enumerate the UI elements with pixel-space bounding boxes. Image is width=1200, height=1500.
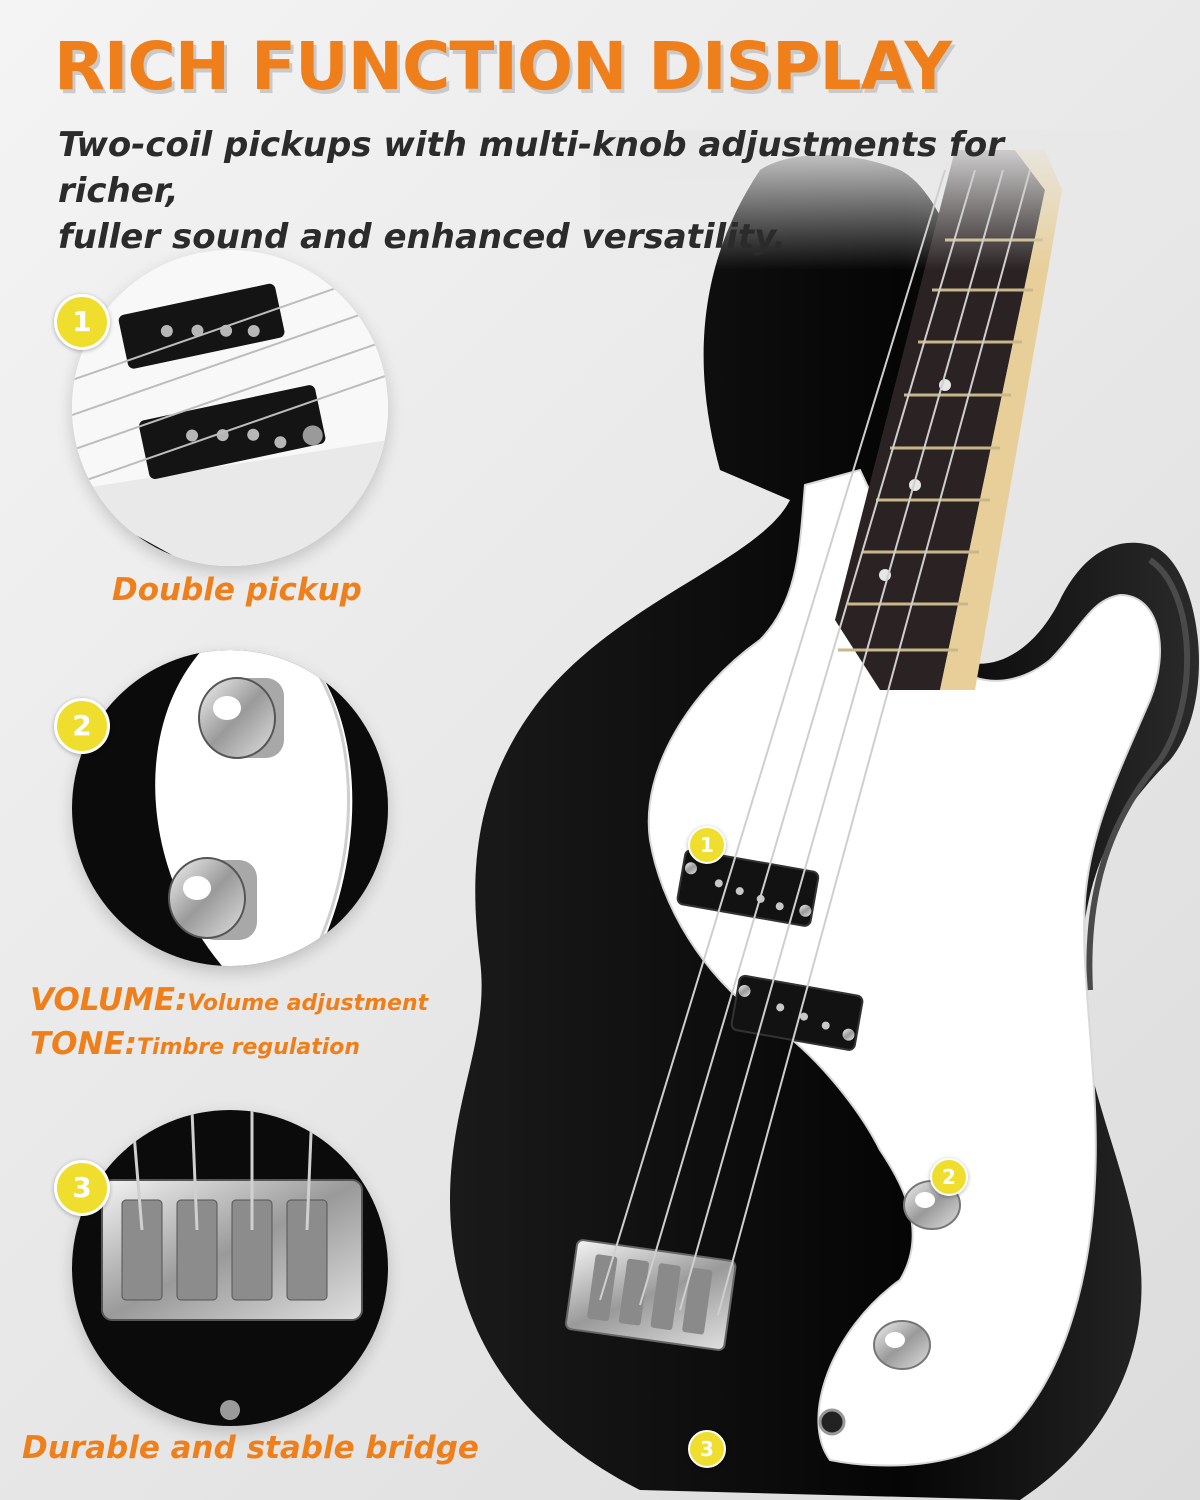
caption-volume: VOLUME:Volume adjustment [30,982,429,1018]
detail-circle-knobs [72,650,388,966]
badge-number-3: 3 [54,1160,110,1216]
caption-tone: TONE:Timbre regulation [30,1026,361,1062]
knob-closeup-lower [168,857,257,940]
guitar-badge-1: 1 [688,826,726,864]
headline-subtitle: Two-coil pickups with multi-knob adjustm… [58,122,1118,260]
guitar-badge-3: 3 [688,1430,726,1468]
knob-tone [873,1320,931,1370]
badge-number-2: 2 [54,698,110,754]
caption-double-pickup: Double pickup [112,572,362,608]
subtitle-line-2: fuller sound and enhanced versatility. [58,217,787,257]
caption-durable-bridge: Durable and stable bridge [22,1430,479,1466]
detail-circle-bridge [72,1110,388,1426]
detail-circle-pickups [72,250,388,566]
knob-closeup-upper [198,677,284,759]
subtitle-line-1: Two-coil pickups with multi-knob adjustm… [58,125,1005,211]
headline-title: RICH FUNCTION DISPLAY [54,28,952,105]
pickup-lower [730,974,864,1051]
guitar-badge-2: 2 [930,1158,968,1196]
pickup-upper [676,849,820,927]
badge-number-1: 1 [54,294,110,350]
